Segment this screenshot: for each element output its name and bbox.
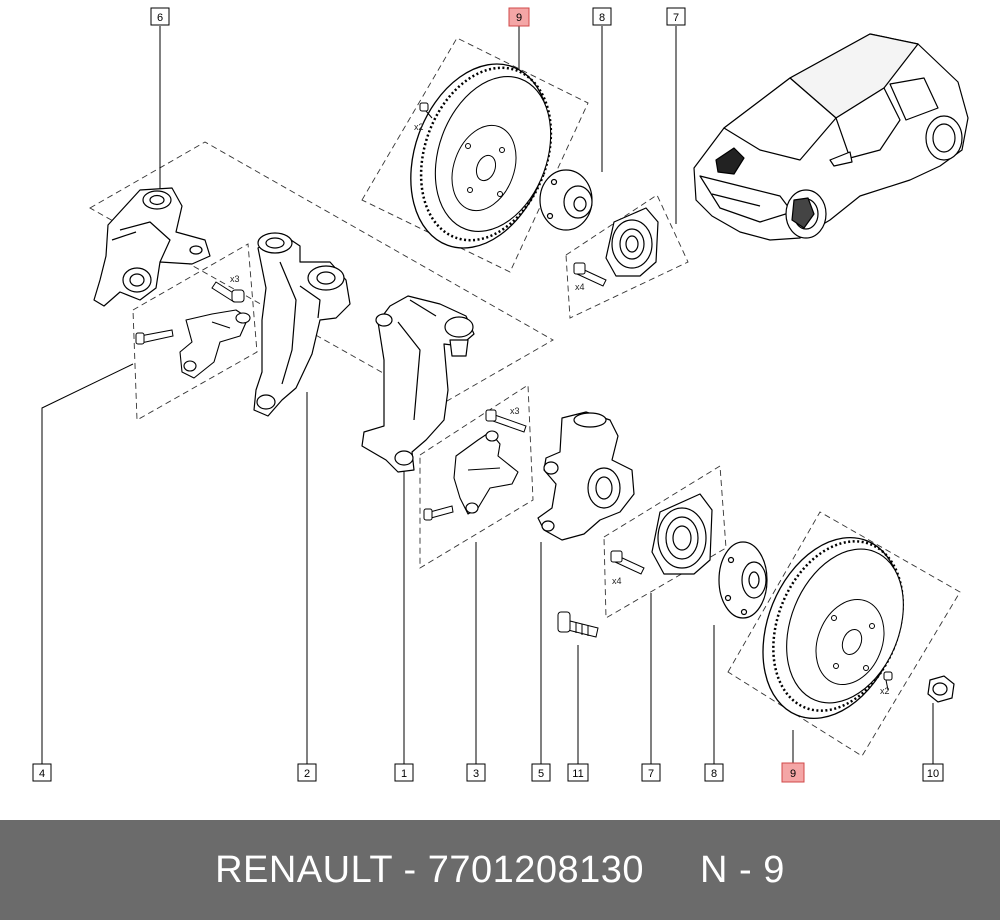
- long-bolt-part: [557, 611, 599, 638]
- callout-11: 11: [567, 763, 589, 782]
- disc-screws-bottom: [883, 671, 893, 691]
- car-illustration: [693, 33, 969, 241]
- brand-part-number: RENAULT - 7701208130: [215, 848, 645, 891]
- assembly-group-outlines: [89, 37, 961, 757]
- group-outline-bearing: [603, 465, 727, 619]
- part-info-footer: RENAULT - 7701208130 N - 9: [0, 820, 1000, 920]
- caliper-bracket-part: [453, 430, 519, 515]
- knuckle-part: [253, 232, 351, 417]
- callout-5: 5: [531, 763, 551, 782]
- svg-text:3: 3: [473, 768, 479, 780]
- callout-1: 1: [394, 763, 414, 782]
- brake-disc-top-part: [410, 63, 553, 249]
- callout-9-top-highlighted: 9: [508, 7, 530, 27]
- qty-bracket-bolt: x3: [230, 274, 240, 284]
- callout-9-bottom-highlighted: 9: [781, 762, 805, 783]
- svg-text:8: 8: [599, 12, 605, 24]
- qty-disc-screw-top: x2: [414, 122, 424, 132]
- callout-8-bottom: 8: [704, 763, 724, 782]
- callout-8-top: 8: [592, 7, 612, 26]
- lower-arm-part: [361, 295, 475, 473]
- disc-screws-top: [419, 102, 433, 119]
- svg-text:1: 1: [401, 768, 407, 780]
- hub-bolts-top: [573, 262, 607, 287]
- exploded-parts-diagram: x3 x3: [32, 7, 969, 783]
- group-outline-bottom-disc: [727, 511, 961, 757]
- caliper-bolts: [423, 409, 527, 521]
- svg-text:7: 7: [673, 12, 679, 24]
- callout-7-bottom: 7: [641, 763, 661, 782]
- hub-nut-part: [927, 675, 955, 703]
- group-outline-bracket: [132, 243, 258, 421]
- svg-text:6: 6: [157, 12, 163, 24]
- svg-text:5: 5: [538, 768, 544, 780]
- callout-7-top: 7: [666, 7, 686, 26]
- hub-flange-bottom-part: [718, 541, 768, 619]
- svg-text:2: 2: [304, 768, 310, 780]
- group-outline-top-hub: [565, 194, 689, 319]
- svg-text:8: 8: [711, 768, 717, 780]
- steering-knuckle-part: [537, 411, 635, 541]
- qty-caliper-bolt: x3: [510, 406, 520, 416]
- callout-2: 2: [297, 763, 317, 782]
- callout-4: 4: [32, 763, 52, 782]
- diagram-reference: N - 9: [700, 848, 785, 891]
- qty-disc-screw-bottom: x2: [880, 686, 890, 696]
- brake-disc-bottom-part: [762, 536, 904, 720]
- upper-arm-part: [93, 187, 211, 307]
- bracket-bolts: [135, 281, 245, 345]
- leader-lines: [41, 26, 934, 764]
- qty-hub-bolt-bottom: x4: [612, 576, 622, 586]
- svg-text:4: 4: [39, 768, 45, 780]
- svg-text:9: 9: [790, 768, 796, 780]
- leader-4: [41, 363, 134, 764]
- svg-text:9: 9: [516, 12, 522, 24]
- hub-bearing-top-part: [605, 207, 659, 277]
- svg-text:11: 11: [572, 768, 583, 780]
- group-outline-top-arm: [89, 141, 554, 406]
- callout-10: 10: [922, 763, 944, 782]
- qty-hub-bolt-top: x4: [575, 282, 585, 292]
- hub-flange-top-part: [539, 169, 593, 231]
- bracket-part: [179, 309, 251, 379]
- hub-bolts-bottom: [610, 550, 645, 575]
- svg-text:10: 10: [927, 768, 939, 780]
- svg-text:7: 7: [648, 768, 654, 780]
- hub-bearing-bottom-part: [651, 493, 713, 575]
- callout-6: 6: [150, 7, 170, 26]
- callout-3: 3: [466, 763, 486, 782]
- group-outline-caliper: [419, 384, 534, 569]
